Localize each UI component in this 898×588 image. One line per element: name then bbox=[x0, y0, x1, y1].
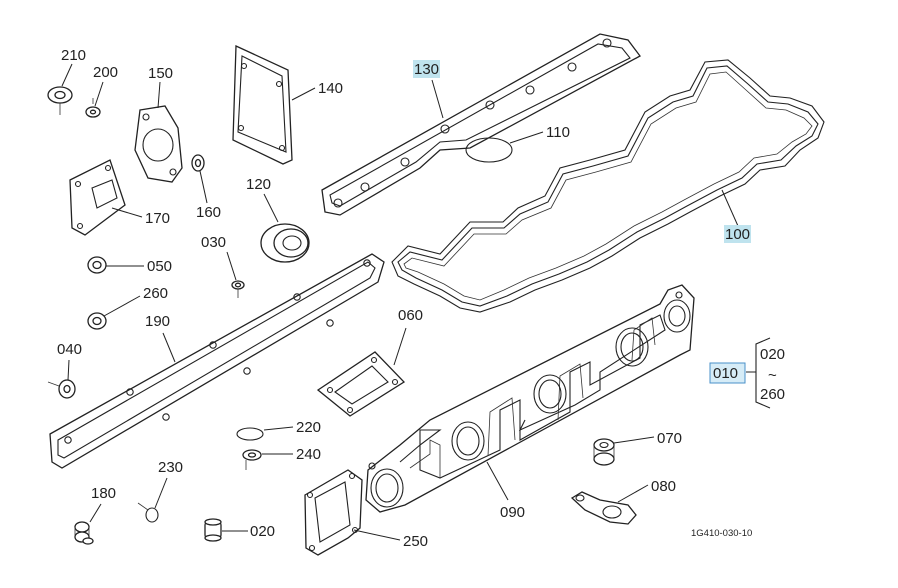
label-050[interactable]: 050 bbox=[147, 258, 172, 275]
part-240-washer[interactable] bbox=[242, 449, 293, 470]
part-110-o-ring[interactable] bbox=[465, 131, 544, 163]
part-020-plug[interactable] bbox=[204, 518, 248, 542]
label-180[interactable]: 180 bbox=[91, 485, 116, 502]
label-040[interactable]: 190 bbox=[145, 313, 170, 330]
part-010-kit-bracket bbox=[746, 337, 771, 409]
part-230-o-ring[interactable] bbox=[137, 477, 168, 523]
part-080-flange-gasket[interactable] bbox=[570, 484, 649, 525]
label-160[interactable]: 160 bbox=[196, 204, 221, 221]
label-090[interactable]: 090 bbox=[500, 504, 525, 521]
label-150[interactable]: 150 bbox=[148, 65, 173, 82]
label-200[interactable]: 200 bbox=[93, 64, 118, 81]
kit-range-from: 020 bbox=[760, 346, 785, 363]
label-140[interactable]: 140 bbox=[318, 80, 343, 97]
part-130-upper-gasket[interactable] bbox=[321, 33, 641, 216]
label-100[interactable]: 100 bbox=[725, 226, 750, 243]
label-030[interactable]: 030 bbox=[201, 234, 226, 251]
label-070[interactable]: 070 bbox=[657, 430, 682, 447]
part-030-washer[interactable] bbox=[226, 251, 245, 298]
drawing-code: 1G410-030-10 bbox=[691, 528, 752, 539]
label-110[interactable]: 110 bbox=[546, 124, 570, 141]
part-200-washer[interactable] bbox=[85, 81, 104, 118]
label-230[interactable]: 230 bbox=[158, 459, 183, 476]
part-060-flange-gasket[interactable] bbox=[316, 327, 407, 417]
part-100-head-cover-gasket[interactable] bbox=[391, 59, 825, 313]
part-160-seal[interactable] bbox=[191, 154, 208, 204]
label-060[interactable]: 060 bbox=[398, 307, 423, 324]
part-090-manifold-gasket[interactable] bbox=[365, 284, 695, 513]
label-130[interactable]: 130 bbox=[414, 61, 439, 78]
label-240[interactable]: 240 bbox=[296, 446, 321, 463]
part-050-seal[interactable] bbox=[87, 256, 144, 274]
kit-range-separator: ~ bbox=[768, 367, 777, 384]
label-210[interactable]: 210 bbox=[61, 47, 86, 64]
label-120[interactable]: 120 bbox=[246, 176, 271, 193]
part-250-flange-gasket[interactable] bbox=[304, 469, 401, 556]
part-120-oil-seal[interactable] bbox=[260, 193, 310, 263]
label-170[interactable]: 170 bbox=[145, 210, 170, 227]
part-190-seal[interactable] bbox=[47, 359, 76, 399]
label-020[interactable]: 020 bbox=[250, 523, 275, 540]
kit-range-to: 260 bbox=[760, 386, 785, 403]
part-140-cover-gasket[interactable] bbox=[232, 44, 316, 165]
label-130-highlight bbox=[413, 60, 440, 78]
part-150-flange-gasket[interactable] bbox=[134, 81, 183, 183]
label-100-highlight bbox=[724, 225, 751, 243]
part-220-o-ring[interactable] bbox=[236, 426, 294, 441]
part-170-plate-gasket[interactable] bbox=[69, 159, 143, 236]
part-040-long-gasket[interactable] bbox=[49, 253, 385, 469]
part-260-seal[interactable] bbox=[87, 295, 141, 330]
part-180-fitting[interactable] bbox=[74, 503, 102, 545]
label-010[interactable]: 010 bbox=[713, 365, 738, 382]
part-070-fitting[interactable] bbox=[593, 436, 655, 466]
part-210-washer[interactable] bbox=[47, 63, 73, 115]
label-010-highlight bbox=[709, 362, 746, 384]
label-260[interactable]: 260 bbox=[143, 285, 168, 302]
label-220[interactable]: 220 bbox=[296, 419, 321, 436]
label-250[interactable]: 250 bbox=[403, 533, 428, 550]
label-080[interactable]: 080 bbox=[651, 478, 676, 495]
label-190[interactable]: 040 bbox=[57, 341, 82, 358]
